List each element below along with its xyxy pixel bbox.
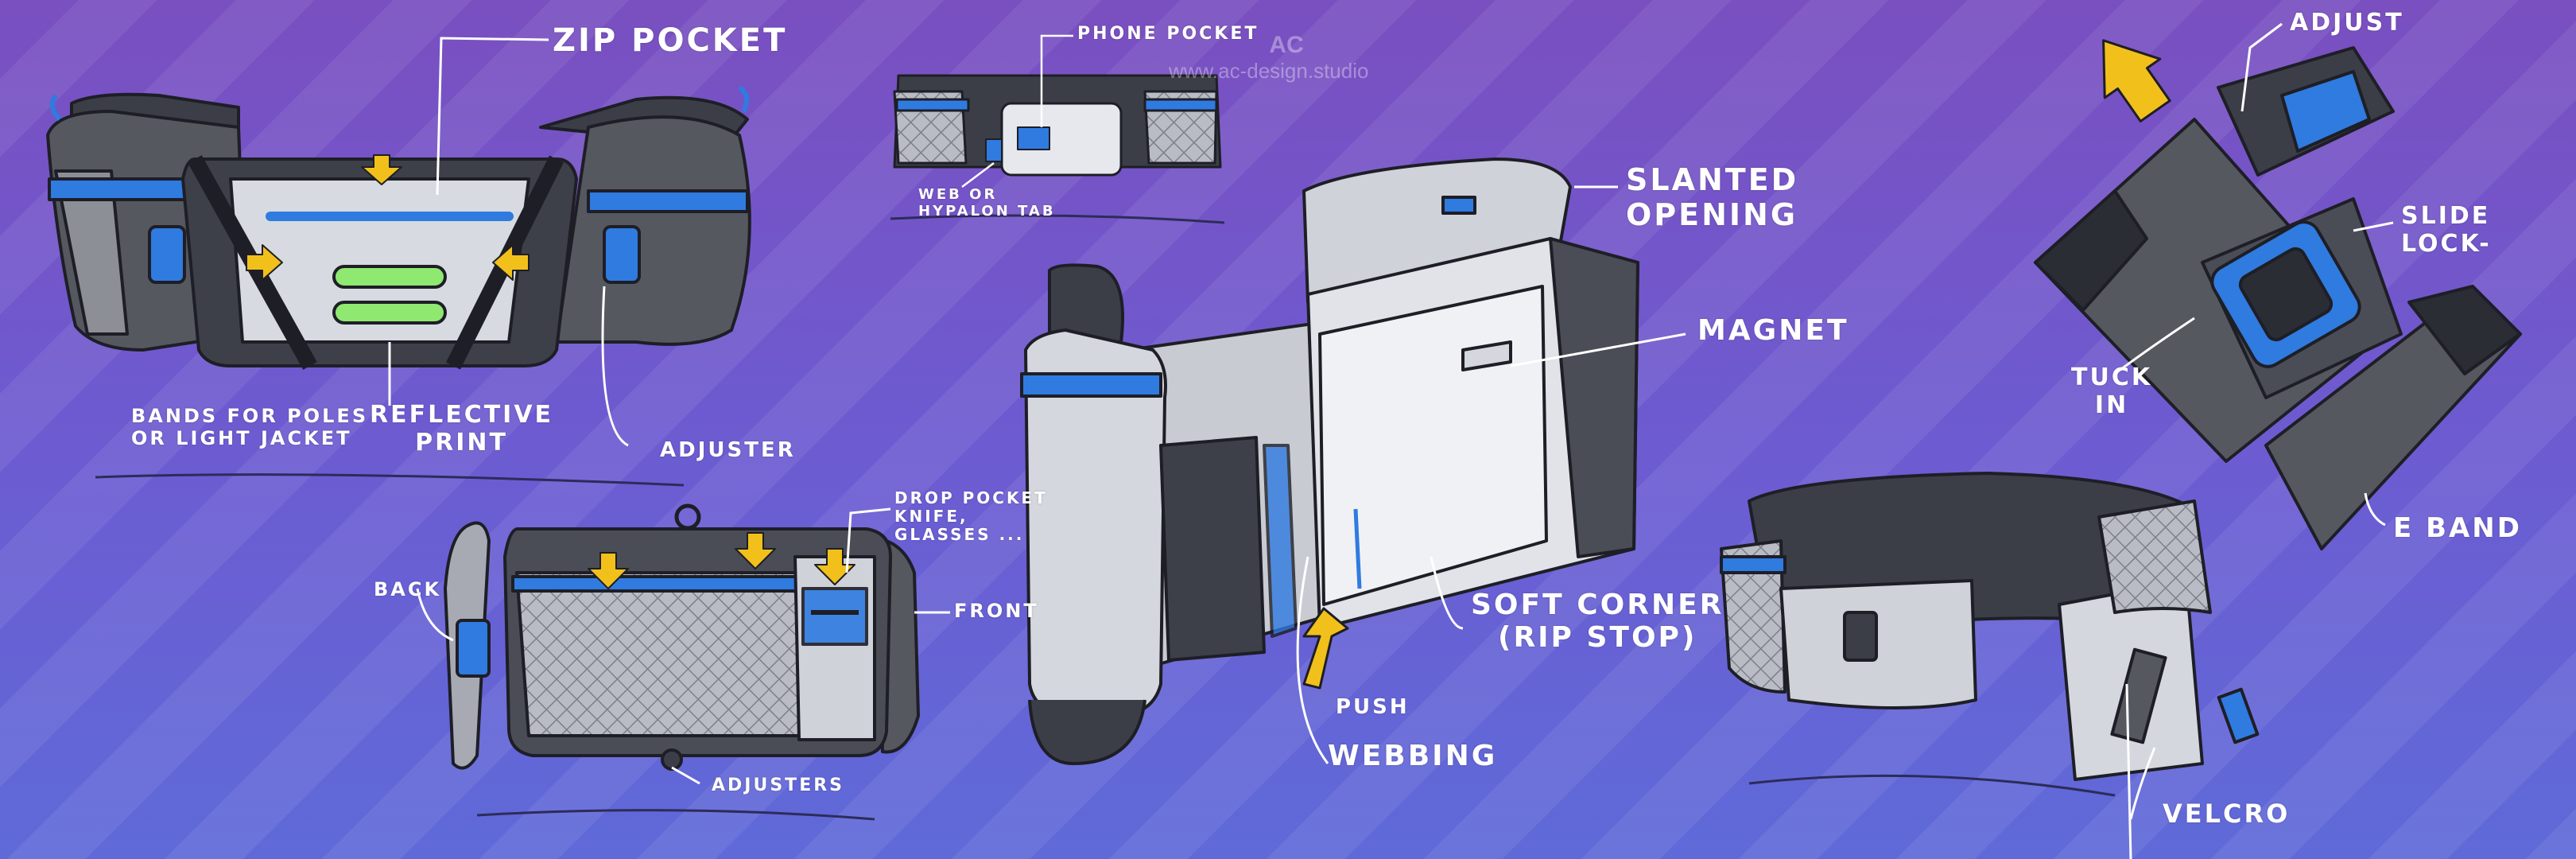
label-slide-lock: SLIDE LOCK- xyxy=(2401,202,2492,258)
ground-shadow-3 xyxy=(476,809,875,821)
ground-shadow xyxy=(95,473,685,487)
label-adjuster: ADJUSTER xyxy=(660,438,796,462)
label-push: PUSH xyxy=(1336,695,1410,719)
leader-lines-velcro xyxy=(2125,683,2156,859)
label-adjusters: ADJUSTERS xyxy=(712,775,845,795)
label-reflective-print: REFLECTIVE PRINT xyxy=(370,401,554,457)
label-zip-pocket: ZIP POCKET xyxy=(553,22,788,59)
label-web-or-hypalon-tab: WEB OR HYPALON TAB xyxy=(918,186,1056,220)
label-back: BACK xyxy=(374,578,442,601)
label-phone-pocket: PHONE POCKET xyxy=(1077,24,1259,44)
label-velcro: VELCRO xyxy=(2163,799,2291,829)
label-front: FRONT xyxy=(954,600,1039,622)
leader-lines-front xyxy=(388,37,629,447)
label-adjust: ADJUST xyxy=(2290,9,2404,37)
ground-shadow-2 xyxy=(890,214,1225,224)
sketch-strap-detail xyxy=(2034,39,2522,550)
leader-lines-side xyxy=(416,507,950,785)
watermark-url: www.ac-design.studio xyxy=(1169,59,1369,83)
label-magnet: MAGNET xyxy=(1697,314,1849,347)
sketch-front-view xyxy=(46,85,751,370)
leader-lines-strap xyxy=(2114,22,2394,527)
leader-lines-phone xyxy=(961,34,1073,188)
sketch-phone-pocket xyxy=(893,74,1222,177)
sketch-side-view xyxy=(444,503,920,771)
leader-lines-perspective xyxy=(1296,185,1686,764)
sketch-velcro-belt xyxy=(1720,472,2260,781)
watermark-logo: AC xyxy=(1269,32,1304,58)
label-bands-for-poles: BANDS FOR POLES OR LIGHT JACKET xyxy=(131,405,369,449)
label-e-band: E BAND xyxy=(2393,512,2522,544)
watermark: AC www.ac-design.studio xyxy=(1169,32,1368,84)
sketch-perspective xyxy=(1020,157,1639,765)
label-webbing: WEBBING xyxy=(1328,740,1498,772)
label-soft-corner: SOFT CORNER (RIP STOP) xyxy=(1471,589,1724,655)
label-drop-pocket: DROP POCKET KNIFE, GLASSES ... xyxy=(894,488,1048,544)
label-slanted-opening: SLANTED OPENING xyxy=(1626,162,1799,232)
label-tuck-in: TUCK IN xyxy=(2071,363,2153,419)
ground-shadow-4 xyxy=(1748,774,2116,797)
